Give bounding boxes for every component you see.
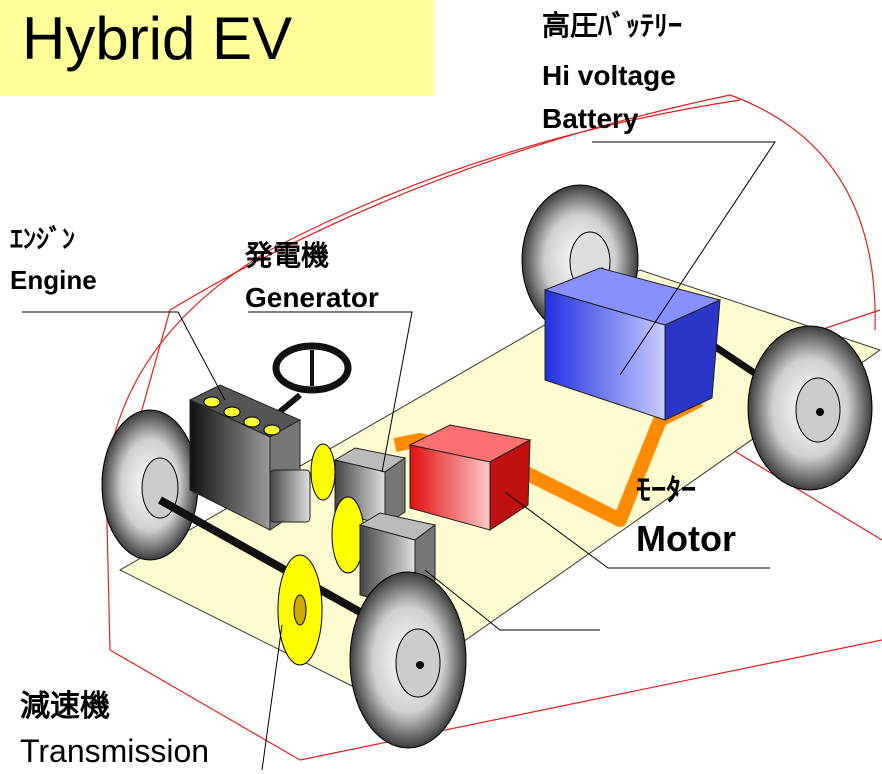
battery-block bbox=[543, 267, 722, 421]
battery-leader bbox=[592, 141, 776, 376]
front-left-tire bbox=[101, 409, 199, 561]
diagram-title: Hybrid EV bbox=[22, 5, 293, 72]
title-banner: Hybrid EV bbox=[0, 0, 434, 96]
transmission-upper-leader bbox=[424, 569, 600, 631]
generator-label-en: Generator bbox=[245, 282, 379, 313]
transmission-leader bbox=[261, 624, 283, 771]
engine-label-jp: ｴﾝｼﾞﾝ bbox=[10, 224, 76, 254]
rear-right-tire bbox=[747, 325, 873, 491]
steering-wheel bbox=[268, 342, 352, 423]
battery-label-jp: 高圧ﾊﾞｯﾃﾘｰ bbox=[542, 10, 683, 41]
gear-set bbox=[277, 443, 365, 666]
battery-label-en2: Battery bbox=[542, 103, 639, 134]
engine-label-en: Engine bbox=[10, 265, 97, 295]
battery-label-en1: Hi voltage bbox=[542, 60, 676, 91]
motor-leader bbox=[504, 491, 770, 569]
transmission-label-jp: 減速機 bbox=[20, 690, 110, 723]
engine-leader bbox=[22, 311, 226, 401]
motor-label-en: Motor bbox=[636, 518, 736, 559]
front-right-tire bbox=[349, 571, 467, 749]
transmission-label-en: Transmission bbox=[20, 733, 210, 769]
motor-label-jp: ﾓｰﾀｰ bbox=[636, 474, 696, 507]
generator-label-jp: 発電機 bbox=[245, 240, 330, 271]
motor-block bbox=[408, 424, 532, 531]
engine-coupling bbox=[269, 469, 311, 523]
generator-leader bbox=[248, 311, 413, 473]
leader-lines bbox=[22, 141, 776, 771]
